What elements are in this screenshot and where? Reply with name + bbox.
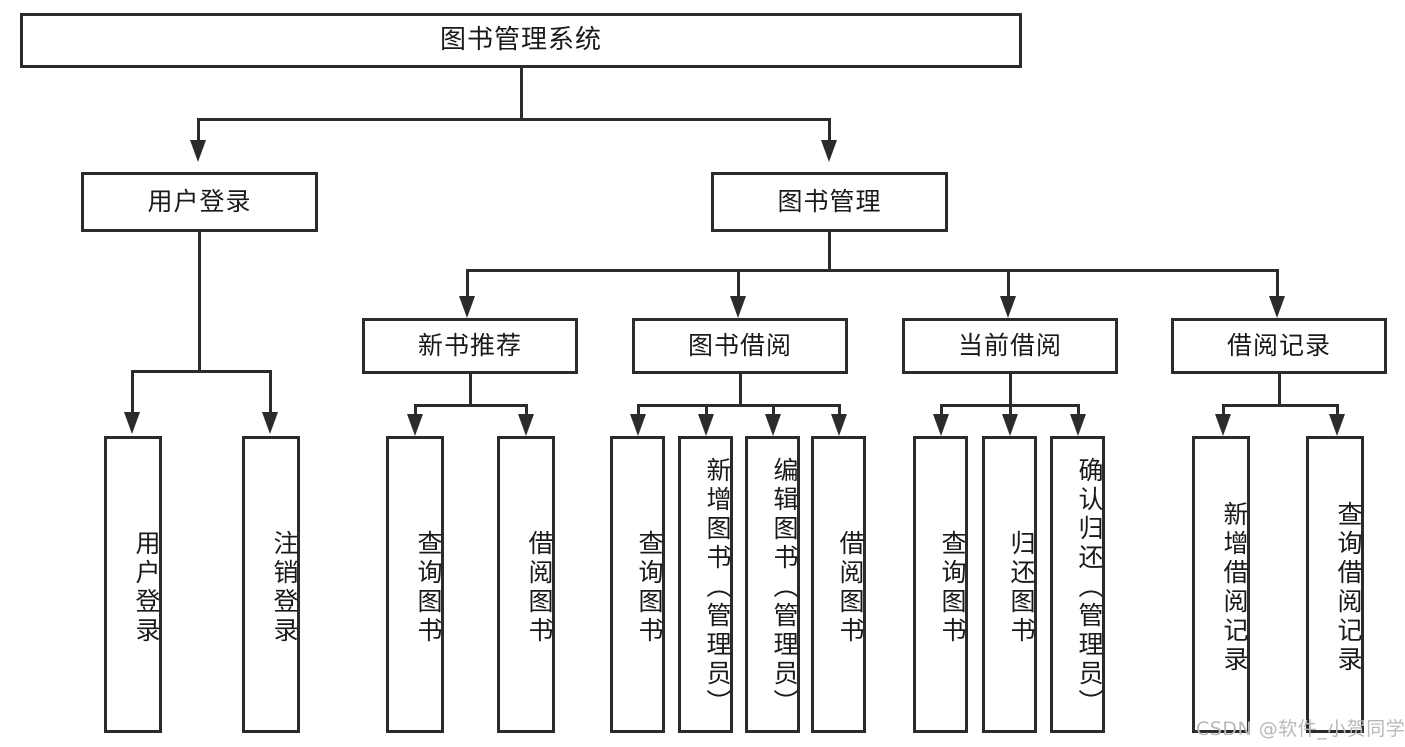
- leaf-book-borrow-4[interactable]: 借阅图书: [811, 436, 866, 733]
- node-label: 借阅图书: [525, 529, 554, 646]
- node-label: 图书管理: [777, 187, 882, 217]
- arrowhead-borrowrecord-leaf-2: [1329, 414, 1345, 436]
- edge-borrowrecord-bus: [1222, 404, 1339, 407]
- edge-bookborrow-drop-2: [705, 404, 708, 416]
- node-label: 图书管理系统: [439, 25, 602, 56]
- arrowhead-bookborrow-leaf-4: [831, 414, 847, 436]
- edge-bookmanage-drop-3: [1007, 269, 1010, 297]
- arrowhead-to-book-manage: [821, 140, 837, 162]
- node-current-borrow[interactable]: 当前借阅: [902, 318, 1118, 374]
- node-label: 图书借阅: [687, 331, 792, 361]
- edge-userlogin-bus: [131, 370, 272, 373]
- arrowhead-currentborrow-leaf-1: [933, 414, 949, 436]
- node-label: 借阅记录: [1226, 331, 1331, 361]
- edge-bookmanage-drop-2: [737, 269, 740, 297]
- node-label: 查询图书: [414, 529, 443, 646]
- edge-bookmanage-bus: [466, 269, 1278, 272]
- edge-currentborrow-trunk: [1009, 374, 1012, 406]
- leaf-book-borrow-3[interactable]: 编辑图书（管理员）: [745, 436, 800, 733]
- node-label: 查询图书: [938, 529, 967, 646]
- node-label: 查询借阅记录: [1334, 500, 1363, 675]
- edge-bookborrow-trunk: [739, 374, 742, 406]
- arrowhead-bookborrow-leaf-3: [765, 414, 781, 436]
- arrowhead-bookborrow-leaf-1: [630, 414, 646, 436]
- edge-root-drop-left: [197, 118, 200, 140]
- node-label: 新增借阅记录: [1220, 500, 1249, 675]
- arrowhead-to-borrow-record: [1269, 296, 1285, 318]
- arrowhead-to-book-borrow: [730, 296, 746, 318]
- edge-userlogin-trunk: [198, 232, 201, 372]
- arrowhead-to-current-borrow: [1000, 296, 1016, 318]
- node-label: 用户登录: [132, 529, 161, 646]
- leaf-current-borrow-2[interactable]: 归还图书: [982, 436, 1037, 733]
- leaf-book-borrow-2[interactable]: 新增图书（管理员）: [678, 436, 733, 733]
- edge-userlogin-drop-1: [131, 370, 134, 414]
- csdn-watermark: CSDN @软件_小贺同学: [1196, 718, 1405, 740]
- edge-currentborrow-drop-1: [940, 404, 943, 416]
- edge-root-trunk: [520, 68, 523, 120]
- arrowhead-borrowrecord-leaf-1: [1215, 414, 1231, 436]
- edge-borrowrecord-trunk: [1278, 374, 1281, 406]
- node-book-manage[interactable]: 图书管理: [711, 172, 948, 232]
- edge-bookborrow-bus: [637, 404, 841, 407]
- leaf-borrow-record-2[interactable]: 查询借阅记录: [1306, 436, 1364, 733]
- edge-newbook-drop-1: [414, 404, 417, 416]
- edge-currentborrow-drop-3: [1077, 404, 1080, 416]
- edge-userlogin-drop-2: [269, 370, 272, 414]
- edge-bookborrow-drop-1: [637, 404, 640, 416]
- edge-newbook-drop-2: [525, 404, 528, 416]
- node-label: 确认归还（管理员）: [1075, 457, 1104, 718]
- node-label: 编辑图书（管理员）: [770, 457, 799, 718]
- arrowhead-currentborrow-leaf-2: [1002, 414, 1018, 436]
- arrowhead-userlogin-leaf-1: [124, 412, 140, 434]
- node-label: 查询图书: [635, 529, 664, 646]
- node-label: 借阅图书: [836, 529, 865, 646]
- node-label: 归还图书: [1007, 529, 1036, 646]
- leaf-new-book-1[interactable]: 查询图书: [386, 436, 444, 733]
- node-borrow-record[interactable]: 借阅记录: [1171, 318, 1387, 374]
- arrowhead-currentborrow-leaf-3: [1070, 414, 1086, 436]
- edge-currentborrow-drop-2: [1009, 404, 1012, 416]
- node-label: 新书推荐: [417, 331, 522, 361]
- arrowhead-newbook-leaf-2: [518, 414, 534, 436]
- edge-bookmanage-drop-4: [1276, 269, 1279, 297]
- edge-bookborrow-drop-4: [838, 404, 841, 416]
- edge-bookmanage-drop-1: [466, 269, 469, 297]
- edge-root-bus: [197, 118, 831, 121]
- leaf-borrow-record-1[interactable]: 新增借阅记录: [1192, 436, 1250, 733]
- leaf-current-borrow-1[interactable]: 查询图书: [913, 436, 968, 733]
- node-label: 当前借阅: [957, 331, 1062, 361]
- node-new-book-recommend[interactable]: 新书推荐: [362, 318, 578, 374]
- arrowhead-to-user-login: [190, 140, 206, 162]
- edge-newbook-trunk: [469, 374, 472, 406]
- edge-borrowrecord-drop-1: [1222, 404, 1225, 416]
- edge-root-drop-right: [828, 118, 831, 140]
- edge-borrowrecord-drop-2: [1336, 404, 1339, 416]
- arrowhead-userlogin-leaf-2: [262, 412, 278, 434]
- node-root-system[interactable]: 图书管理系统: [20, 13, 1022, 68]
- node-book-borrow[interactable]: 图书借阅: [632, 318, 848, 374]
- node-label: 新增图书（管理员）: [703, 457, 732, 718]
- edge-bookmanage-trunk: [828, 232, 831, 272]
- leaf-user-login-1[interactable]: 用户登录: [104, 436, 162, 733]
- arrowhead-newbook-leaf-1: [407, 414, 423, 436]
- edge-bookborrow-drop-3: [772, 404, 775, 416]
- node-label: 注销登录: [270, 529, 299, 646]
- leaf-user-login-2[interactable]: 注销登录: [242, 436, 300, 733]
- leaf-current-borrow-3[interactable]: 确认归还（管理员）: [1050, 436, 1105, 733]
- node-label: 用户登录: [147, 187, 252, 217]
- arrowhead-to-new-book: [459, 296, 475, 318]
- arrowhead-bookborrow-leaf-2: [698, 414, 714, 436]
- leaf-new-book-2[interactable]: 借阅图书: [497, 436, 555, 733]
- leaf-book-borrow-1[interactable]: 查询图书: [610, 436, 665, 733]
- edge-newbook-bus: [414, 404, 528, 407]
- node-user-login[interactable]: 用户登录: [81, 172, 318, 232]
